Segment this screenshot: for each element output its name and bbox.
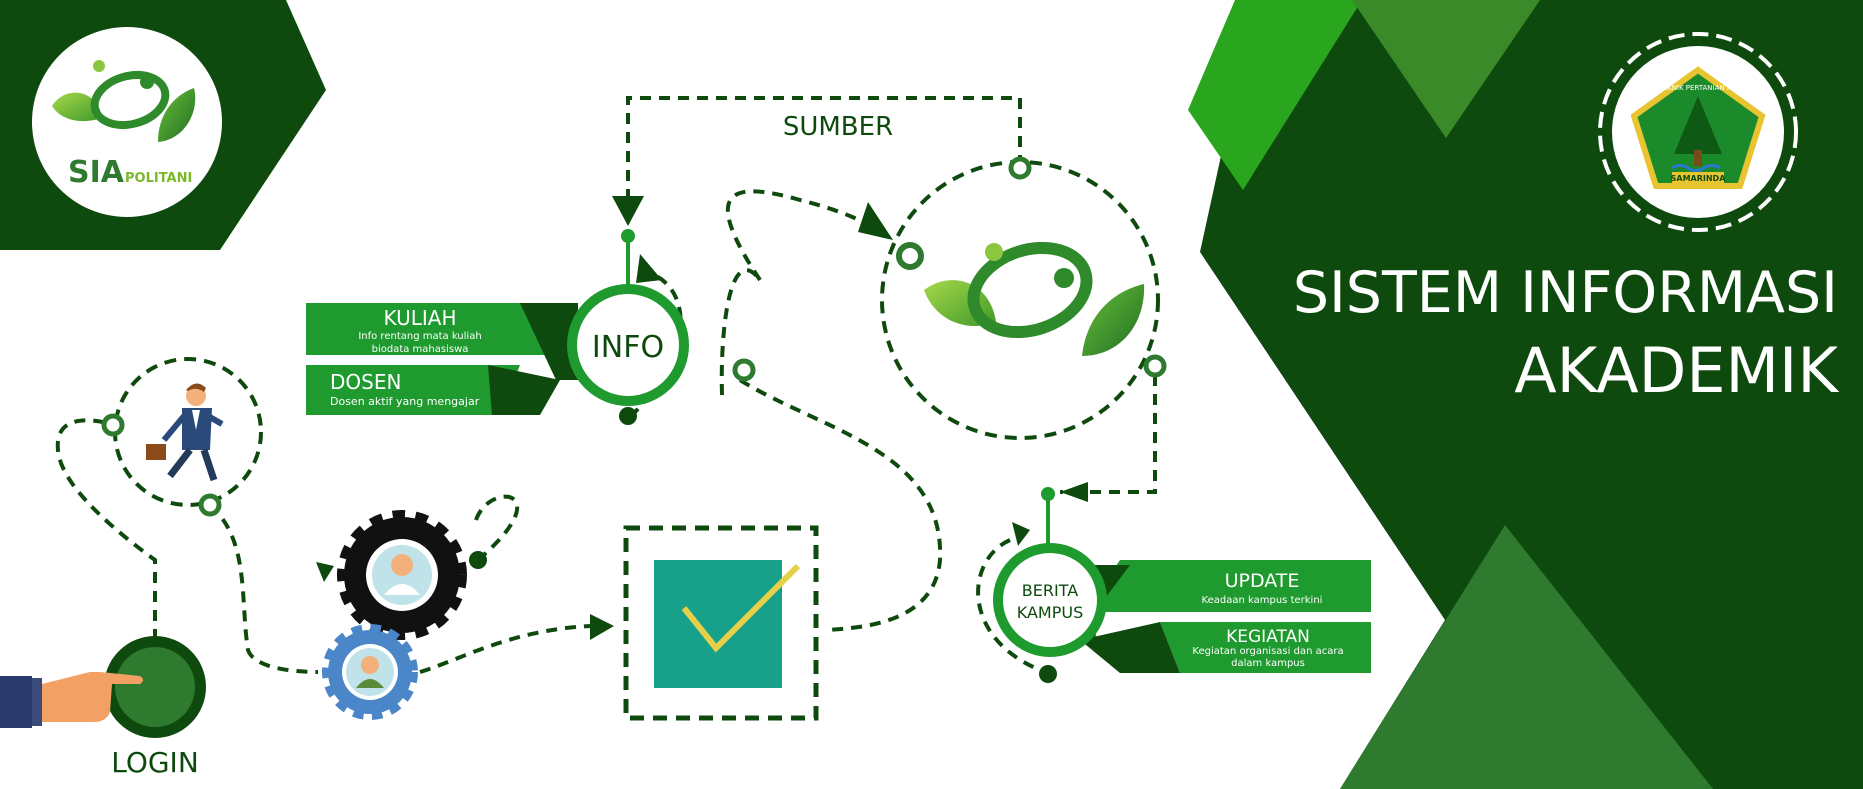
kuliah-banner-shadow xyxy=(520,303,578,380)
businessman-icon xyxy=(146,383,224,482)
politani-badge: POLITEKNIK PERTANIAN NEGERI SAMARINDA xyxy=(1598,32,1798,232)
kuliah-desc-2: biodata mahasiswa xyxy=(372,344,469,355)
login-label: LOGIN xyxy=(111,746,199,779)
login-area: LOGIN xyxy=(0,636,206,779)
login-button[interactable] xyxy=(115,647,195,727)
gear-dark-icon xyxy=(337,510,487,640)
brand-name: SIA xyxy=(68,155,125,190)
kegiatan-banner xyxy=(1160,622,1371,673)
title-block: SISTEM INFORMASI AKADEMIK xyxy=(1293,260,1840,407)
brand-panel: SIA POLITANI xyxy=(0,0,326,250)
bg-bright-triangle xyxy=(1188,0,1362,190)
gear-blue-icon xyxy=(322,624,418,720)
info-node: INFO KULIAH Info rentang mata kuliah bio… xyxy=(306,229,689,425)
dosen-title: DOSEN xyxy=(330,370,401,394)
berita-node: BERITA KAMPUS UPDATE Keadaan kampus terk… xyxy=(993,487,1371,683)
check-icon xyxy=(681,563,801,653)
kegiatan-title: KEGIATAN xyxy=(1226,627,1310,647)
page-title-line1: SISTEM INFORMASI xyxy=(1293,260,1838,326)
sia-logo-large-icon xyxy=(924,241,1145,356)
approval-box xyxy=(654,560,782,688)
flow-arrowheads xyxy=(316,196,1088,640)
dosen-desc: Dosen aktif yang mengajar xyxy=(330,395,480,408)
tree-icon xyxy=(1671,96,1722,172)
brand-sub: POLITANI xyxy=(125,171,192,186)
badge-top-text: POLITEKNIK PERTANIAN NEGERI xyxy=(1643,84,1754,92)
bg-mid-triangle-bottom xyxy=(1340,525,1713,789)
update-desc: Keadaan kampus terkini xyxy=(1202,595,1323,606)
sia-logo-icon xyxy=(52,60,196,142)
berita-label-1: BERITA xyxy=(1022,581,1078,600)
approval-node xyxy=(623,525,819,721)
update-banner xyxy=(1085,560,1371,612)
kuliah-title: KULIAH xyxy=(384,306,457,330)
dosen-banner xyxy=(306,365,520,415)
user-node xyxy=(101,357,263,517)
berita-ring xyxy=(993,543,1107,657)
kegiatan-desc-2: dalam kampus xyxy=(1231,658,1305,669)
badge-bottom-text: SAMARINDA xyxy=(1671,174,1727,183)
berita-label-2: KAMPUS xyxy=(1017,603,1083,622)
info-ring xyxy=(567,284,689,406)
info-label: INFO xyxy=(592,330,664,365)
kuliah-desc-1: Info rentang mata kuliah xyxy=(358,331,481,342)
kegiatan-banner-shadow xyxy=(1080,622,1180,673)
pointing-hand-icon xyxy=(0,672,143,728)
dosen-banner-shadow xyxy=(488,365,560,415)
page-title-line2: AKADEMIK xyxy=(1514,334,1839,407)
update-title: UPDATE xyxy=(1225,570,1300,592)
sumber-label: SUMBER xyxy=(783,112,893,142)
center-logo-node xyxy=(732,156,1167,440)
bg-mid-triangle-top xyxy=(1352,0,1540,138)
kuliah-banner xyxy=(306,303,566,355)
kegiatan-desc-1: Kegiatan organisasi dan acara xyxy=(1192,646,1343,657)
